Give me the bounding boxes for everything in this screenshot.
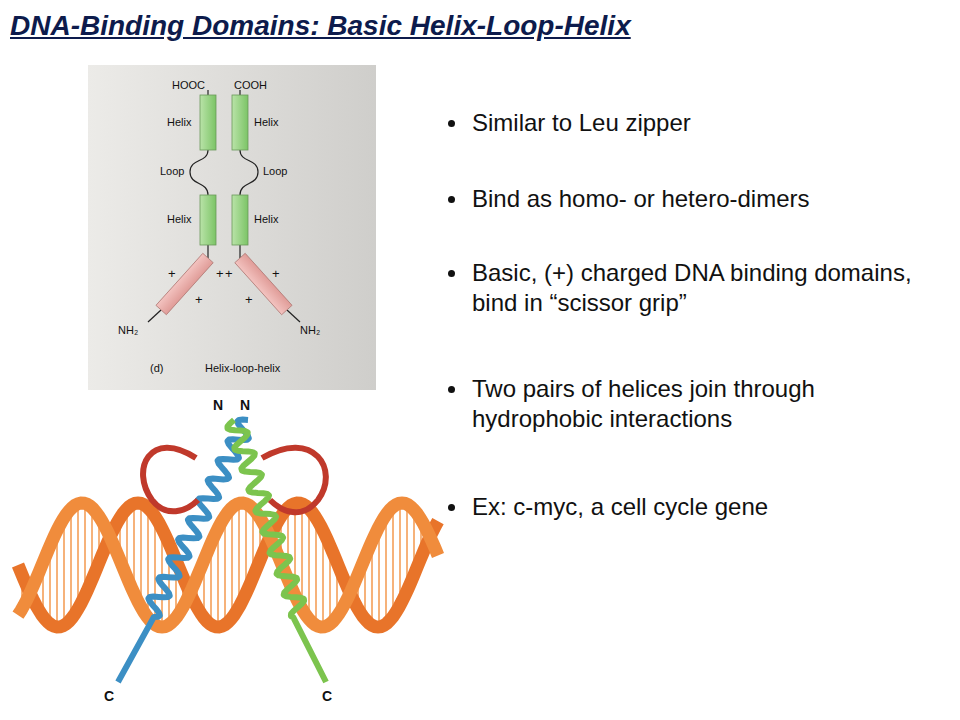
part-label: Loop (160, 165, 184, 177)
base-pair (63, 518, 65, 626)
part-label: Helix (254, 213, 278, 225)
part-label: Loop (263, 165, 287, 177)
base-pair (77, 504, 79, 609)
bullet-dot (448, 120, 455, 127)
part-label: Helix (167, 213, 191, 225)
terminus-label: COOH (234, 79, 267, 91)
base-pair (392, 507, 394, 617)
base-pair (70, 509, 72, 619)
charge-sign: + (245, 292, 253, 307)
terminus-label: HOOC (172, 79, 205, 91)
protein-helix (228, 420, 327, 682)
base-pair (231, 508, 233, 618)
part-label: Helix (254, 116, 278, 128)
bullet-dot (448, 196, 455, 203)
bullet-dot (448, 386, 455, 393)
helix-bars (156, 95, 292, 315)
slide-title: DNA-Binding Domains: Basic Helix-Loop-He… (10, 10, 631, 42)
bullet-text: Similar to Leu zipper (472, 108, 917, 138)
terminus-label: N (240, 397, 250, 413)
bullet-text: Basic, (+) charged DNA binding domains, … (472, 258, 917, 318)
charge-sign: + (225, 266, 233, 281)
figure-letter: (d) (150, 362, 163, 374)
dna-strand (18, 503, 438, 627)
loop-ribbon (262, 448, 326, 513)
charge-sign: + (168, 266, 176, 281)
protein-helix (118, 420, 249, 682)
base-pair (301, 504, 303, 609)
terminus-label: NH₂ (118, 324, 138, 336)
loop-ribbon (143, 448, 198, 512)
base-pair (385, 515, 387, 624)
hlh-schematic (148, 90, 300, 322)
bullet-dot (448, 504, 455, 511)
charge-sign: + (272, 266, 280, 281)
bullet-text: Ex: c-myc, a cell cycle gene (472, 492, 917, 522)
terminus-label: N (213, 397, 223, 413)
terminus-label: NH₂ (300, 324, 320, 336)
bullet-dot (448, 270, 455, 277)
terminus-label: C (104, 688, 114, 704)
textbook-panel (88, 65, 376, 390)
base-pair (308, 509, 310, 619)
terminus-label: C (322, 688, 332, 704)
bullet-text: Bind as homo- or hetero-dimers (472, 184, 917, 214)
base-pair (224, 516, 226, 624)
base-pair (315, 518, 317, 625)
dna-strand (18, 503, 438, 627)
charge-sign: + (216, 266, 224, 281)
dna-protein-ribbon (18, 420, 438, 682)
part-label: Helix (167, 116, 191, 128)
bullet-text: Two pairs of helices join through hydrop… (472, 374, 917, 434)
charge-sign: + (195, 292, 203, 307)
figure-caption: Helix-loop-helix (205, 362, 280, 374)
